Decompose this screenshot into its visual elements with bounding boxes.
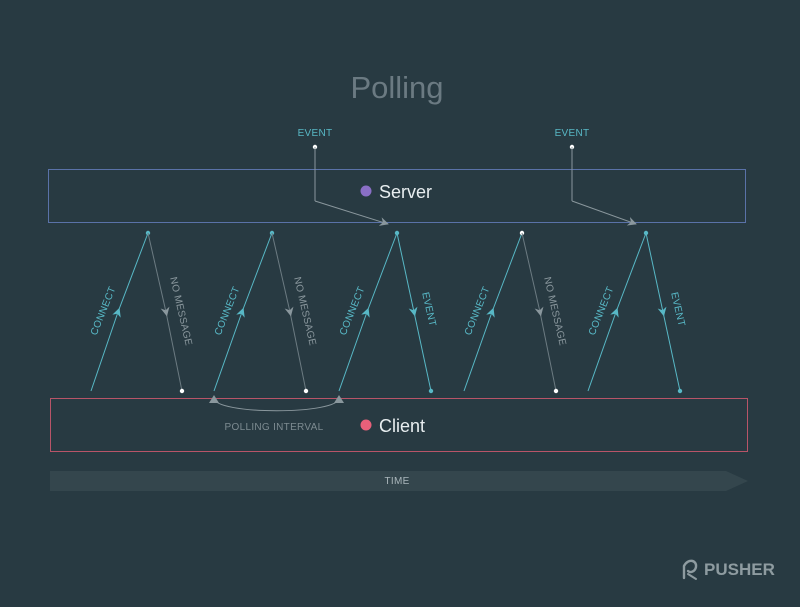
server-event-2: EVENT xyxy=(555,128,637,226)
connect-line xyxy=(338,232,398,392)
no-message-line xyxy=(271,232,307,392)
pusher-logo-icon xyxy=(682,559,698,580)
pusher-logo-icon-detail xyxy=(687,573,697,580)
polling-interval-bracket: POLLING INTERVAL xyxy=(209,395,344,433)
interval-arrowhead-right xyxy=(334,395,344,403)
response-end-dot xyxy=(179,388,185,394)
response-end-dot xyxy=(677,388,683,394)
diagram-title: Polling xyxy=(350,70,443,105)
connect-line xyxy=(213,232,273,392)
pusher-logo: PUSHER xyxy=(682,559,775,580)
event-label: EVENT xyxy=(668,291,687,327)
poll-1: CONNECT NO MESSAGE xyxy=(89,230,194,394)
time-arrow xyxy=(50,471,748,491)
poll-3: CONNECT EVENT xyxy=(338,230,438,394)
response-end-dot xyxy=(553,388,559,394)
poll-4: CONNECT NO MESSAGE xyxy=(463,230,568,394)
interval-arrowhead-left xyxy=(209,395,219,403)
response-end-dot xyxy=(428,388,434,394)
server-box xyxy=(48,169,746,223)
connect-label: CONNECT xyxy=(89,285,119,337)
no-message-line xyxy=(147,232,183,392)
client-label: Client xyxy=(379,416,425,436)
event-to-poll-arrow xyxy=(314,200,389,226)
poll-5: CONNECT EVENT xyxy=(587,230,687,394)
polling-interval-label: POLLING INTERVAL xyxy=(225,422,324,433)
server-event-label: EVENT xyxy=(298,128,333,139)
connect-label: CONNECT xyxy=(338,285,368,337)
server-dot xyxy=(360,185,372,197)
server-event-label: EVENT xyxy=(555,128,590,139)
no-message-line xyxy=(521,232,557,392)
connect-line xyxy=(463,232,523,392)
poll-2: CONNECT NO MESSAGE xyxy=(213,230,318,394)
time-label: TIME xyxy=(384,476,409,487)
event-to-poll-arrow xyxy=(571,200,637,226)
connect-label: CONNECT xyxy=(587,285,617,337)
connect-line xyxy=(90,232,149,392)
connect-label: CONNECT xyxy=(213,285,243,337)
event-line xyxy=(645,232,681,392)
client-box xyxy=(50,398,748,452)
time-axis: TIME xyxy=(50,471,748,491)
event-label: EVENT xyxy=(419,291,438,327)
connect-label: CONNECT xyxy=(463,285,493,337)
brand-name: PUSHER xyxy=(704,560,775,579)
server-event-1: EVENT xyxy=(298,128,389,226)
event-line xyxy=(396,232,432,392)
client-dot xyxy=(360,419,372,431)
response-end-dot xyxy=(303,388,309,394)
server-label: Server xyxy=(379,182,432,202)
connect-line xyxy=(587,232,647,392)
polling-interval-curve xyxy=(213,397,340,412)
